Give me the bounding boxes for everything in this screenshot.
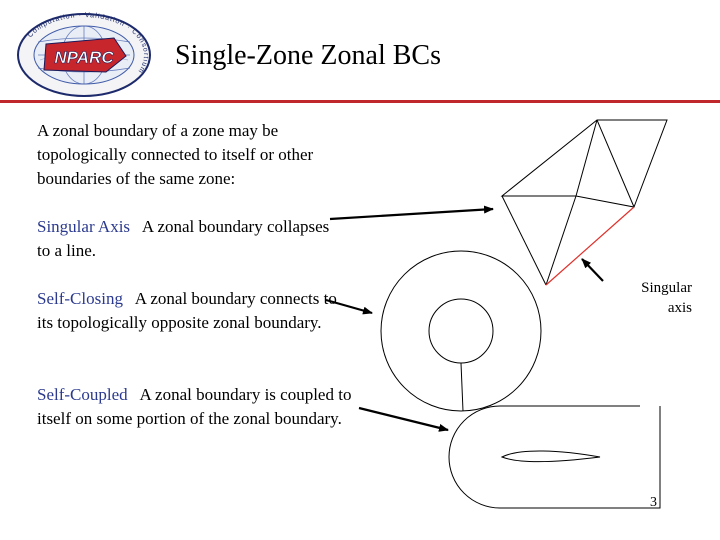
term-self-coupled: Self-Coupled — [37, 385, 128, 404]
singular-axis-description: A zonal boundary collapses to a line. — [37, 217, 330, 260]
self-coupled-definition: Self-Coupled A zonal boundary is coupled… — [37, 383, 367, 431]
singular-axis-wedge — [500, 119, 668, 286]
slide-title: Single-Zone Zonal BCs — [175, 40, 441, 71]
term-singular-axis: Singular Axis — [37, 217, 131, 236]
singular-axis-line — [545, 206, 635, 286]
singular-axis-label: Singular axis — [641, 280, 692, 316]
term-self-closing: Self-Closing — [37, 289, 123, 308]
arrow-axis-label — [581, 258, 604, 282]
self-coupled-description: A zonal boundary is coupled to itself on… — [37, 385, 352, 428]
singular-axis-definition: Singular Axis A zonal boundary collapses… — [37, 215, 337, 263]
arrow-singular-axis — [329, 205, 494, 221]
page-number: 3 — [650, 495, 657, 510]
logo-text: NPARC — [54, 48, 114, 67]
arrow-self-coupled — [358, 406, 449, 432]
self-coupled-c-grid — [448, 405, 661, 509]
self-closing-description: A zonal boundary connects to its topolog… — [37, 289, 337, 332]
self-closing-definition: Self-Closing A zonal boundary connects t… — [37, 287, 347, 335]
title-divider — [0, 100, 720, 103]
intro-paragraph: A zonal boundary of a zone may be topolo… — [37, 121, 314, 188]
self-closing-annulus — [380, 250, 542, 412]
arrow-self-closing — [325, 298, 373, 315]
nparc-logo: Computation · Validation · Consortium NP… — [17, 12, 151, 97]
